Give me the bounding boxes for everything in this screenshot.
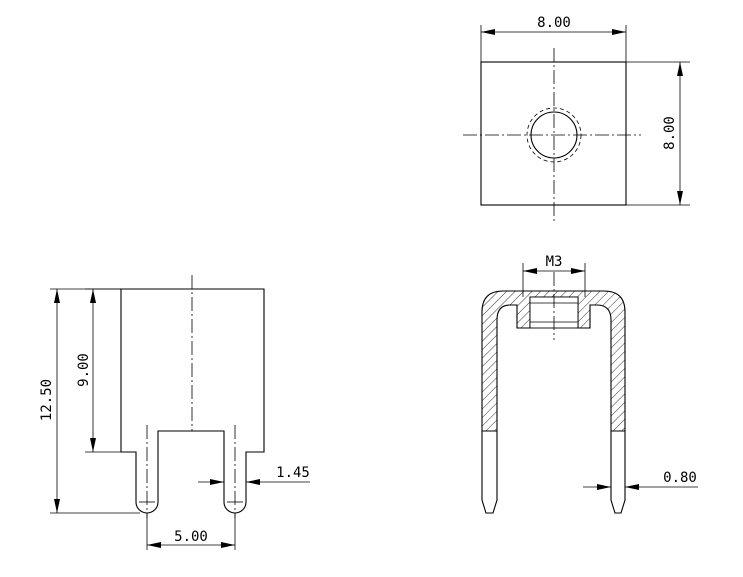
front-view: 12.50 9.00 1.45 5.00 bbox=[39, 275, 310, 550]
overall-height-dimension: 12.50 bbox=[39, 288, 140, 514]
section-left-pin bbox=[481, 431, 498, 514]
top-width-dimension: 8.00 bbox=[480, 15, 627, 62]
pin-thickness-label: 0.80 bbox=[663, 470, 697, 486]
top-view: 8.00 8.00 bbox=[463, 15, 690, 221]
body-height-label: 9.00 bbox=[76, 353, 92, 387]
thread-label: M3 bbox=[546, 254, 563, 270]
pin-pitch-dimension: 5.00 bbox=[146, 513, 236, 550]
overall-height-label: 12.50 bbox=[39, 379, 55, 421]
pin-width-label: 1.45 bbox=[276, 465, 310, 481]
body-height-dimension: 9.00 bbox=[76, 288, 121, 453]
thread-dimension: M3 bbox=[522, 254, 586, 297]
pin-width-dimension: 1.45 bbox=[198, 465, 310, 485]
pin-thickness-dimension: 0.80 bbox=[583, 470, 698, 490]
pin-pitch-label: 5.00 bbox=[174, 529, 208, 545]
front-view-outline bbox=[120, 288, 265, 514]
section-view: M3 0.80 bbox=[481, 254, 698, 514]
top-height-label: 8.00 bbox=[662, 116, 678, 150]
top-height-dimension: 8.00 bbox=[626, 61, 690, 206]
top-width-label: 8.00 bbox=[537, 15, 571, 31]
section-right-pin bbox=[610, 431, 626, 514]
section-hatched-body bbox=[481, 290, 626, 432]
top-view-outline bbox=[480, 61, 627, 206]
